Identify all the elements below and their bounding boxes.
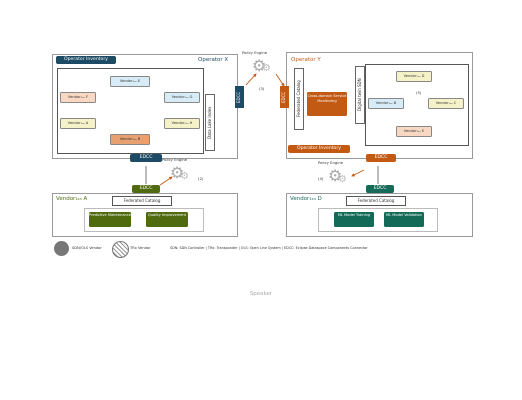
- gear-cluster-left-icon: ⚙: [170, 163, 185, 182]
- vendor-a-edcc: EDCC: [132, 185, 160, 193]
- gear-small-right-icon: ⚙: [338, 174, 347, 185]
- operator-x-title: Operator X: [198, 57, 229, 63]
- gear-cluster-top-icon: ⚙: [252, 56, 267, 75]
- speaker-footer: Speaker: [249, 291, 273, 297]
- gear-small-top-icon: ⚙: [262, 63, 271, 74]
- ml-model-training-box: ML Model Training: [334, 212, 374, 227]
- vendor-a-federated-catalog: Federated Catalog: [112, 196, 172, 206]
- policy-engine-top-label: Policy Engine: [242, 50, 268, 55]
- operator-x-vendor-e: Vendor₁ₛₙ E: [110, 76, 150, 87]
- operator-y-vendor-c: Vendor₁ₛₙ C: [428, 98, 464, 109]
- operator-x-vendor-f: Vendor₁ₛₙ F: [60, 92, 96, 103]
- operator-y-federated-catalog: Federated Catalog: [294, 68, 304, 130]
- vendor-a-title: Vendor₁ₛₙ A: [56, 196, 88, 202]
- legend-trx-icon: [112, 241, 129, 258]
- operator-x-inventory-label: Operator Inventory: [56, 56, 116, 64]
- operator-y-vendor-d: Vendor₁ₛₙ D: [396, 71, 432, 82]
- legend-abbreviations: SDN: SDN Controller | TRx: Transponder |…: [170, 246, 368, 250]
- gear-cluster-right-icon: ⚙: [328, 166, 343, 185]
- legend-sdn-ols-icon: [54, 241, 69, 256]
- cross-domain-service-monitoring: Cross-domain Service Monitoring: [307, 92, 347, 116]
- policy-left-step: (2): [198, 176, 204, 181]
- legend-sdn-ols-label: SDN/OLS Vendor: [72, 246, 102, 250]
- operator-x-vendor-h: Vendor₁ₛₙ H: [164, 118, 200, 129]
- operator-y-vendor-b: Vendor₁ₛₙ B: [368, 98, 404, 109]
- predictive-maintenance-box: Predictive Maintenance: [89, 212, 131, 227]
- operator-y-edcc-bottom: EDCC: [366, 154, 396, 162]
- policy-engine-left-label: Policy Engine: [162, 157, 188, 162]
- operator-y-loop-number: (5): [416, 90, 422, 95]
- policy-right-step: (4): [318, 176, 324, 181]
- operator-y-inventory-label: Operator Inventory: [288, 145, 350, 153]
- digital-twin-sdn: Digital twin SDN: [355, 66, 365, 124]
- vendor-d-federated-catalog: Federated Catalog: [346, 196, 406, 206]
- legend-trx-label: TRx Vendor: [130, 246, 151, 250]
- policy-top-step: (3): [259, 86, 265, 91]
- gear-small-left-icon: ⚙: [180, 171, 189, 182]
- operator-y-vendor-e: Vendor₁ₛₙ E: [396, 126, 432, 137]
- policy-arrows: [159, 73, 365, 186]
- operator-x-vendor-b: Vendor₁ₛₙ B: [110, 134, 150, 145]
- operator-x-edcc-side: EDCC: [235, 86, 244, 108]
- operator-x-edcc-bottom: EDCC: [130, 154, 162, 162]
- policy-engine-right-label: Policy Engine: [318, 160, 344, 165]
- quality-improvement-box: Quality Improvement: [146, 212, 188, 227]
- data-lake-index: Data Lake Index: [205, 94, 215, 151]
- edcc-connectors: [145, 166, 379, 184]
- operator-x-vendor-a: Vendor₁ₛₙ A: [60, 118, 96, 129]
- ml-model-validation-box: ML Model Validation: [384, 212, 424, 227]
- vendor-d-edcc: EDCC: [366, 185, 394, 193]
- operator-x-vendor-g: Vendor₁ₛₙ G: [164, 92, 200, 103]
- vendor-d-title: Vendor₁ₛₙ D: [290, 196, 322, 202]
- operator-y-edcc-side: EDCC: [280, 86, 289, 108]
- operator-y-title: Operator Y: [291, 57, 321, 63]
